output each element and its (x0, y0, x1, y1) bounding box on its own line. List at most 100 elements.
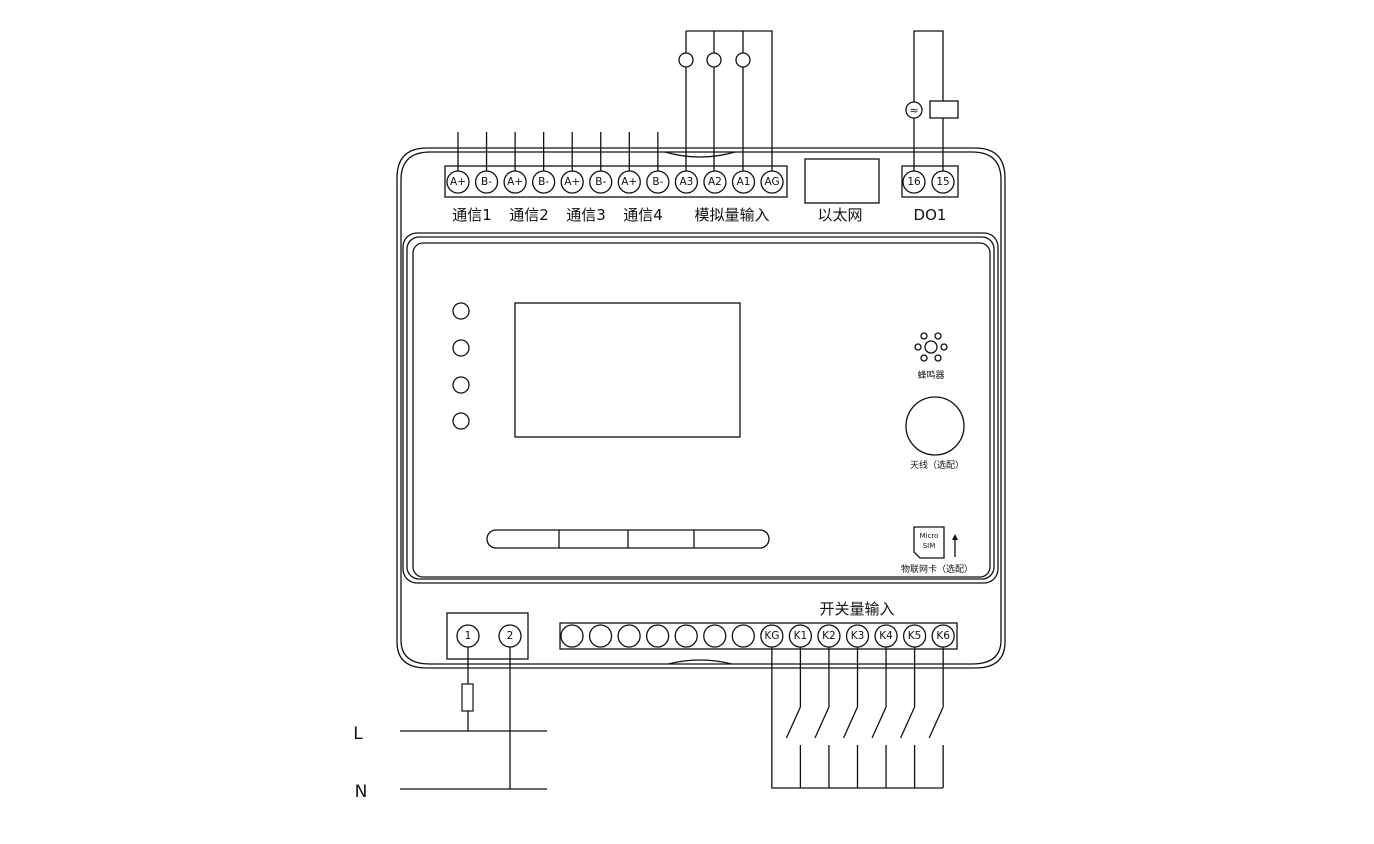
switch-k1-icon (785, 647, 802, 788)
do1-label: DO1 (914, 206, 947, 224)
insert-arrow-icon (952, 534, 958, 557)
comm-wires (457, 132, 659, 171)
led-indicator-2 (452, 339, 470, 357)
terminal-bminus: B- (589, 170, 613, 194)
led-indicator-3 (452, 376, 470, 394)
svg-text:B-: B- (652, 176, 663, 188)
relay-coil-icon (929, 100, 959, 119)
comm4-label: 通信4 (623, 206, 663, 224)
svg-text:K3: K3 (851, 630, 865, 642)
panel-button-1[interactable] (487, 530, 559, 548)
antenna-label: 天线（选配） (910, 459, 964, 471)
sensor-a3-icon (678, 52, 694, 68)
terminal-a3: A3 (674, 170, 699, 194)
power-terminal-block (446, 612, 529, 660)
svg-text:A+: A+ (450, 176, 466, 188)
terminal-k3: K3 (845, 624, 870, 648)
comm2-label: 通信2 (509, 206, 549, 224)
switch-input-title: 开关量输入 (819, 600, 894, 618)
terminal-k2: K2 (817, 624, 841, 648)
svg-text:15: 15 (936, 176, 949, 188)
live-line-label: L (353, 724, 363, 744)
switch-k6-icon (928, 647, 944, 788)
switch-k4-icon (871, 647, 887, 788)
svg-text:2: 2 (507, 630, 514, 642)
svg-text:16: 16 (907, 176, 921, 188)
sim-label-sim: SIM (923, 542, 936, 550)
ethernet-port[interactable] (804, 158, 880, 204)
neutral-line-label: N (355, 782, 368, 802)
terminal-aplus: A+ (503, 170, 527, 194)
svg-text:A1: A1 (737, 176, 751, 188)
do-terminal-15: 15 (931, 170, 955, 194)
terminal-aplus: A+ (617, 170, 641, 194)
buzzer-label: 蜂鸣器 (917, 369, 944, 381)
panel-button-3[interactable] (628, 530, 694, 548)
terminal-a2: A2 (703, 170, 727, 194)
terminal-k1: K1 (788, 624, 813, 648)
terminal-unused (560, 624, 584, 648)
terminal-unused (674, 624, 698, 648)
svg-text:B-: B- (538, 176, 549, 188)
svg-text:B-: B- (481, 176, 492, 188)
svg-text:K4: K4 (879, 630, 893, 642)
svg-text:KG: KG (764, 630, 779, 642)
svg-text:A+: A+ (621, 176, 637, 188)
button-bar (486, 529, 770, 549)
svg-text:A+: A+ (507, 176, 523, 188)
terminal-unused (703, 624, 727, 648)
terminal-bminus: B- (646, 170, 670, 194)
svg-text:A+: A+ (564, 176, 580, 188)
svg-text:K6: K6 (936, 630, 950, 642)
svg-text:B-: B- (595, 176, 606, 188)
ac-source-icon (905, 101, 923, 119)
lcd-screen (514, 302, 741, 438)
svg-text:A3: A3 (679, 176, 693, 188)
terminal-k4: K4 (874, 624, 898, 648)
svg-text:AG: AG (764, 176, 779, 188)
do-terminal-block (901, 165, 959, 198)
power-terminal-1: 1 (456, 624, 480, 648)
bottom-terminal-block (559, 622, 958, 650)
fuse-icon (461, 683, 474, 712)
do-terminal-16: 16 (902, 170, 926, 194)
svg-text:K5: K5 (908, 630, 922, 642)
terminal-bminus: B- (532, 170, 556, 194)
ac-symbol: ≈ (909, 104, 918, 117)
ethernet-label: 以太网 (817, 206, 862, 224)
terminal-unused (731, 624, 755, 648)
buzzer-icon (914, 332, 948, 362)
power-wiring (400, 647, 547, 790)
comm3-label: 通信3 (566, 206, 606, 224)
sim-card-slot[interactable]: Micro SIM (913, 526, 945, 559)
switch-k3-icon (842, 647, 859, 788)
svg-text:A2: A2 (708, 176, 722, 188)
top-terminals: A+ B- A+ B- A+ B- A+ B- A3 A2 A1 AG (446, 170, 784, 194)
panel-button-4[interactable] (694, 530, 769, 548)
terminal-unused (588, 624, 613, 648)
top-terminal-block (444, 165, 788, 198)
terminal-ag: AG (760, 170, 784, 194)
terminal-k5: K5 (902, 624, 927, 648)
front-panel (402, 232, 999, 584)
svg-text:1: 1 (465, 630, 472, 642)
svg-text:K1: K1 (794, 630, 808, 642)
power-terminal-2: 2 (498, 624, 522, 648)
led-indicator-4 (452, 412, 470, 430)
terminal-a1: A1 (731, 170, 756, 194)
switch-k2-icon (814, 647, 830, 788)
terminal-bminus: B- (474, 170, 499, 194)
terminal-k6: K6 (931, 624, 955, 648)
panel-button-2[interactable] (559, 530, 628, 548)
bottom-terminals: KG K1 K2 K3 K4 K5 K6 (560, 624, 955, 648)
iot-card-label: 物联网卡（选配） (901, 563, 973, 575)
sensor-a1-icon (735, 52, 751, 68)
device-body (396, 147, 1006, 669)
do-wiring: ≈ (905, 30, 959, 171)
terminal-unused (617, 624, 641, 648)
antenna-icon (905, 396, 965, 456)
analog-input-label: 模拟量输入 (694, 206, 769, 224)
sensor-a2-icon (706, 52, 722, 68)
terminal-kg: KG (760, 624, 784, 648)
